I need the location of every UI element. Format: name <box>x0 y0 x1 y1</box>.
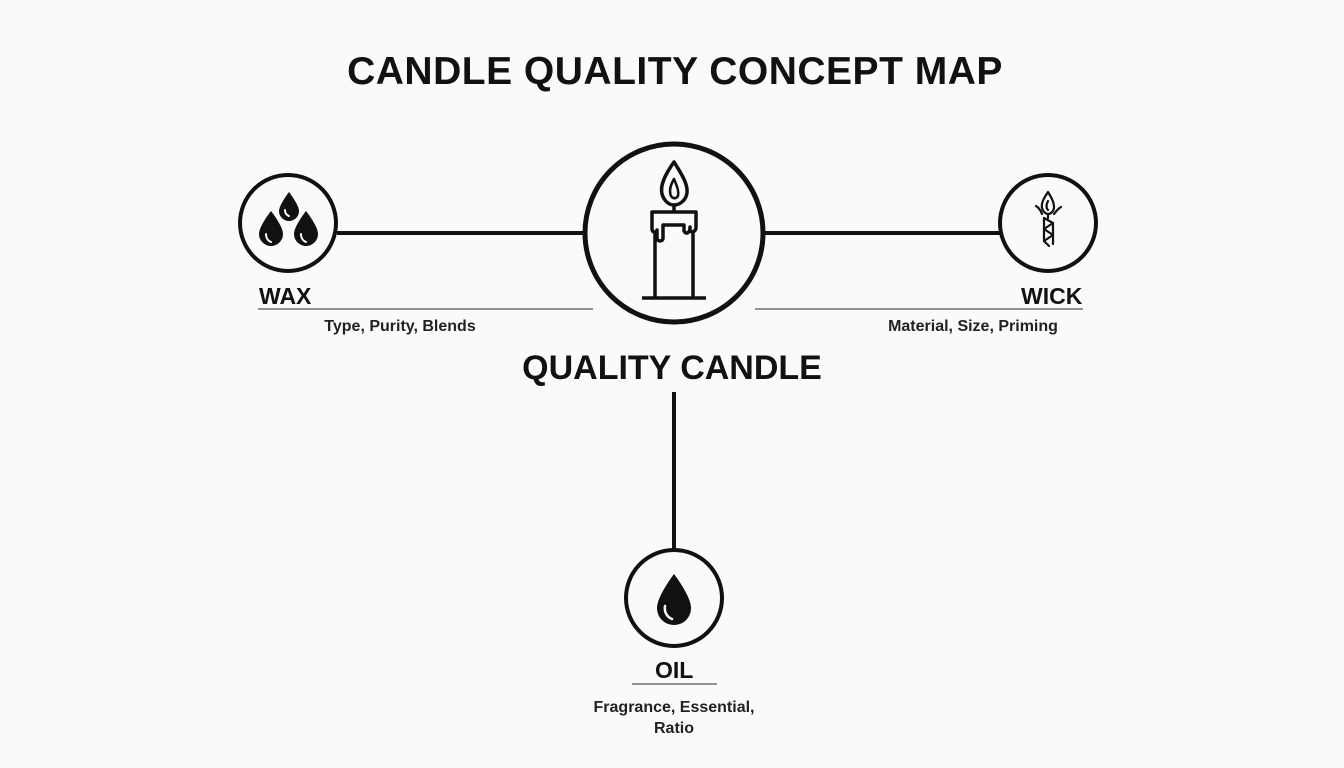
wax-drops-icon <box>259 192 318 246</box>
center-label: QUALITY CANDLE <box>522 349 822 387</box>
wax-detail: Type, Purity, Blends <box>324 318 476 335</box>
wick-detail: Material, Size, Priming <box>888 318 1058 335</box>
wick-node-circle <box>998 173 1098 273</box>
wax-node <box>238 173 338 273</box>
wax-node-circle <box>238 173 338 273</box>
center-node <box>582 141 766 325</box>
oil-label: OIL <box>655 657 694 683</box>
oil-detail-line1: Fragrance, Essential, <box>593 699 755 716</box>
wick-label: WICK <box>1021 283 1083 309</box>
oil-detail: Fragrance, Essential, Ratio <box>584 697 764 739</box>
wick-node <box>998 173 1098 273</box>
center-node-circle <box>582 141 766 325</box>
oil-drop-icon <box>657 574 691 625</box>
oil-node <box>624 548 724 648</box>
candle-icon <box>642 160 706 300</box>
wax-label: WAX <box>259 283 312 309</box>
wick-icon <box>1034 190 1063 248</box>
page-title: CANDLE QUALITY CONCEPT MAP <box>347 50 1003 93</box>
oil-detail-line2: Ratio <box>654 720 694 737</box>
